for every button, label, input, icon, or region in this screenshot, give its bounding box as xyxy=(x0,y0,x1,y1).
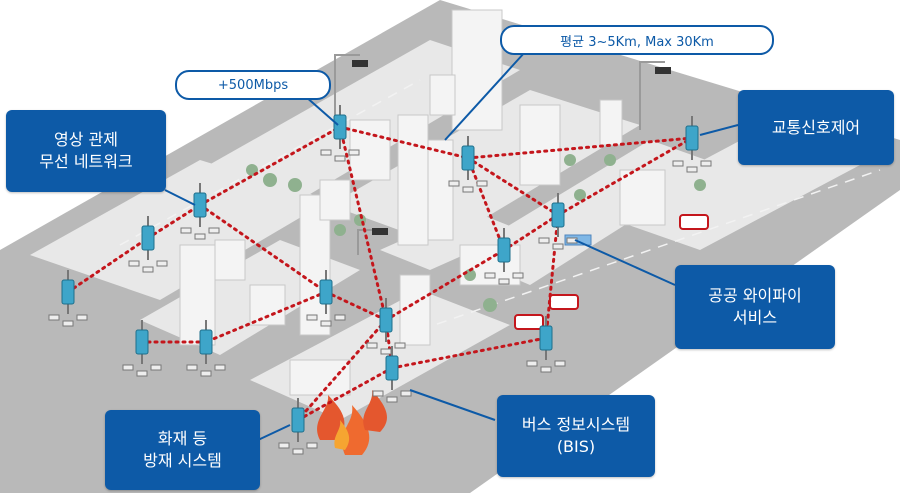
network-link xyxy=(198,203,328,294)
wireless-links xyxy=(66,125,694,422)
callout-fire-prevention: 화재 등 방재 시스템 xyxy=(105,410,260,490)
network-link xyxy=(198,125,342,207)
network-link xyxy=(544,213,560,340)
access-point-icon xyxy=(526,316,566,373)
access-point-icon xyxy=(48,270,88,327)
network-link xyxy=(556,136,694,217)
access-point-icon xyxy=(320,105,360,162)
callout-wifi-text: 공공 와이파이 서비스 xyxy=(708,286,802,327)
traffic-light-poles xyxy=(334,54,665,255)
bandwidth-label: +500Mbps xyxy=(175,70,331,100)
network-link xyxy=(324,290,388,322)
network-link xyxy=(466,156,506,252)
access-points xyxy=(48,105,712,455)
callout-video-network: 영상 관제 무선 네트워크 xyxy=(6,110,166,192)
network-link xyxy=(338,125,388,322)
network-link xyxy=(66,236,150,294)
access-point-icon xyxy=(448,136,488,193)
callout-bus-text: 버스 정보시스템 (BIS) xyxy=(521,415,631,456)
callout-public-wifi: 공공 와이파이 서비스 xyxy=(675,265,835,349)
fire-icon xyxy=(317,390,387,455)
network-link xyxy=(338,125,470,160)
traffic-lights xyxy=(352,60,671,235)
callout-video-text: 영상 관제 무선 네트워크 xyxy=(39,130,133,171)
access-point-icon xyxy=(186,320,226,377)
access-point-icon xyxy=(538,193,578,250)
access-point-icon xyxy=(278,398,318,455)
trees xyxy=(246,154,706,312)
network-link xyxy=(146,203,202,240)
callout-bus-info: 버스 정보시스템 (BIS) xyxy=(497,395,655,477)
callout-leaders xyxy=(164,51,739,441)
range-text: 평균 3~5Km, Max 30Km xyxy=(560,34,714,50)
network-link xyxy=(384,248,506,322)
network-link xyxy=(390,336,548,370)
network-link xyxy=(296,318,388,422)
buildings xyxy=(179,9,666,396)
network-link xyxy=(296,366,394,422)
access-point-icon xyxy=(672,116,712,173)
callout-traffic-text: 교통신호제어 xyxy=(771,117,861,137)
access-point-icon xyxy=(128,216,168,273)
fire-trucks xyxy=(514,214,709,330)
access-point-icon xyxy=(306,270,346,327)
callout-traffic-signal: 교통신호제어 xyxy=(738,90,894,165)
network-link xyxy=(204,290,328,344)
network-link xyxy=(466,136,694,160)
access-point-icon xyxy=(372,346,412,403)
bandwidth-text: +500Mbps xyxy=(217,77,289,93)
range-label: 평균 3~5Km, Max 30Km xyxy=(500,25,774,55)
bus xyxy=(564,234,592,246)
access-point-icon xyxy=(366,298,406,355)
access-point-icon xyxy=(180,183,220,240)
callout-fire-text: 화재 등 방재 시스템 xyxy=(143,429,222,470)
access-point-icon xyxy=(484,228,524,285)
access-point-icon xyxy=(122,320,162,377)
